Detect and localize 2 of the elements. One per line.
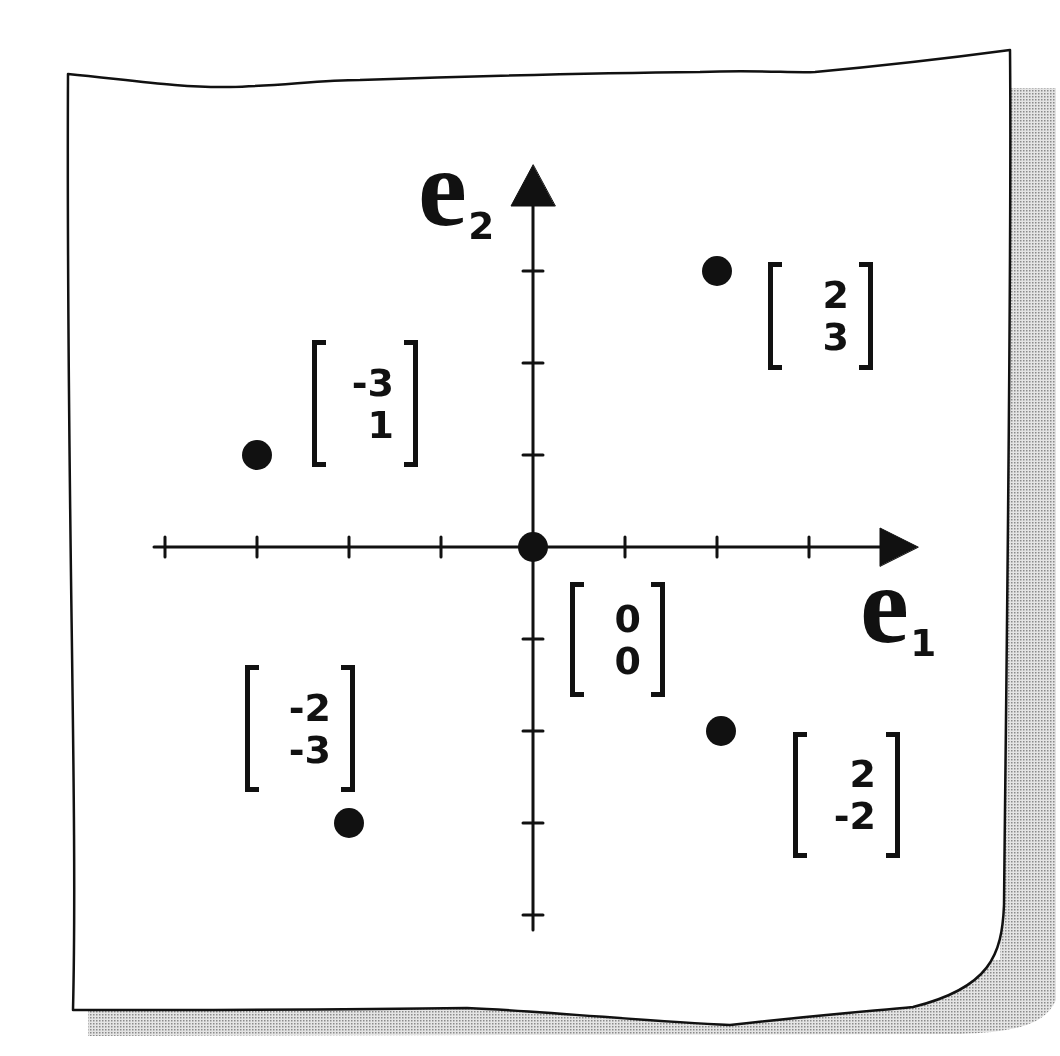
- axis-label: e$_{1}$: [860, 575, 937, 660]
- axis-label: e$_{2}$: [418, 158, 495, 243]
